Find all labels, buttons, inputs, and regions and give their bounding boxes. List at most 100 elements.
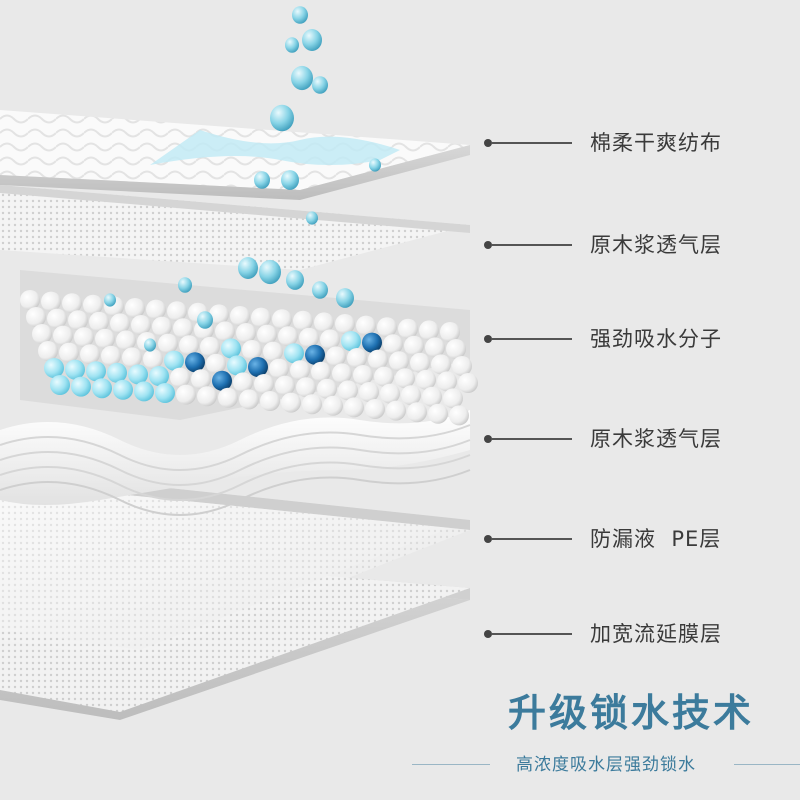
absorbent-ball [389, 351, 409, 371]
absorbent-ball [191, 369, 211, 389]
absorbent-ball [44, 358, 64, 378]
absorbent-ball [365, 399, 385, 419]
absorbent-ball [68, 310, 88, 330]
absorbent-ball [431, 354, 451, 374]
water-drop [178, 277, 192, 292]
absorbent-ball [131, 315, 151, 335]
absorbent-ball [362, 333, 382, 353]
pulp-layer-top [0, 185, 470, 270]
absorbent-ball [347, 348, 367, 368]
pointer-dot-icon [484, 535, 492, 543]
absorbent-ball [113, 380, 133, 400]
absorbent-ball [59, 343, 79, 363]
water-drop [291, 66, 313, 90]
absorbent-ball [179, 335, 199, 355]
absorbent-ball [212, 371, 232, 391]
pointer-dot-icon [484, 139, 492, 147]
absorbent-ball [335, 314, 355, 334]
absorbent-ball [416, 370, 436, 390]
water-drop [238, 257, 258, 279]
layer-label: 加宽流延膜层 [590, 619, 722, 649]
water-drop [312, 76, 328, 94]
absorbent-ball [53, 326, 73, 346]
absorbent-ball [248, 357, 268, 377]
absorbent-ball [149, 366, 169, 386]
absorbent-ball [110, 313, 130, 333]
absorbent-ball [89, 312, 109, 332]
absorbent-ball [332, 363, 352, 383]
absorbent-ball [218, 388, 238, 408]
absorbent-ball [458, 373, 478, 393]
absorbent-ball [173, 318, 193, 338]
absorbent-ball [437, 371, 457, 391]
absorbent-ball [65, 360, 85, 380]
pointer-line [492, 438, 572, 440]
absorbent-ball [272, 309, 292, 329]
absorbent-ball [197, 386, 217, 406]
absorbent-ball [155, 383, 175, 403]
absorbent-ball [356, 316, 376, 336]
layer-label: 防漏液 PE层 [590, 524, 721, 554]
absorbent-ball [446, 339, 466, 359]
pointer-line [492, 538, 572, 540]
absorbent-ball [185, 352, 205, 372]
absorbent-ball [71, 377, 91, 397]
water-drop [144, 338, 156, 351]
absorbent-ball [428, 404, 448, 424]
water-drop [302, 29, 322, 51]
absorbent-ball [200, 337, 220, 357]
pointer-dot-icon [484, 435, 492, 443]
absorbent-ball [353, 365, 373, 385]
layer-label-row: 强劲吸水分子 [484, 324, 784, 354]
absorbent-ball [32, 324, 52, 344]
absorbent-ball [344, 397, 364, 417]
absorbent-ball [317, 379, 337, 399]
absorbent-ball [92, 378, 112, 398]
absorbent-ball [254, 374, 274, 394]
absorbent-ball [419, 320, 439, 340]
layer-label-row: 防漏液 PE层 [484, 524, 784, 554]
absorbent-ball [170, 368, 190, 388]
absorbent-ball [440, 322, 460, 342]
absorbent-ball [269, 359, 289, 379]
absorbent-ball [449, 405, 469, 425]
absorbent-ball [326, 346, 346, 366]
absorbent-ball [341, 331, 361, 351]
absorbent-ball [401, 385, 421, 405]
absorbent-ball [86, 361, 106, 381]
absorbent-ball [50, 375, 70, 395]
water-drop [336, 288, 354, 308]
absorbent-ball [176, 385, 196, 405]
absorbent-ball [359, 382, 379, 402]
layer-label: 原木浆透气层 [590, 424, 722, 454]
absorbent-ball [128, 364, 148, 384]
water-drop [306, 211, 318, 224]
absorbent-ball [239, 389, 259, 409]
absorbent-ball [107, 363, 127, 383]
absorbent-ball [206, 354, 226, 374]
water-drop [369, 158, 381, 171]
pointer-dot-icon [484, 630, 492, 638]
layer-label-row: 原木浆透气层 [484, 424, 784, 454]
absorbent-ball [368, 350, 388, 370]
layer-label: 原木浆透气层 [590, 230, 722, 260]
water-drop [270, 105, 294, 131]
absorbent-ball [302, 394, 322, 414]
absorbent-ball [80, 344, 100, 364]
absorbent-ball [407, 402, 427, 422]
subheadline-group: 高浓度吸水层强劲锁水 [412, 748, 800, 782]
absorbent-ball [143, 349, 163, 369]
absorbent-ball [323, 396, 343, 416]
absorbent-ball [284, 343, 304, 363]
absorbent-ball [62, 293, 82, 313]
water-drop [259, 260, 281, 284]
absorbent-ball [125, 298, 145, 318]
absorbent-ball [422, 387, 442, 407]
absorbent-ball [386, 401, 406, 421]
absorbent-ball [134, 381, 154, 401]
absorbent-ball [164, 351, 184, 371]
absorbent-ball [152, 317, 172, 337]
absorbent-ball [383, 334, 403, 354]
absorbent-ball-layer [20, 270, 478, 425]
absorbent-ball [320, 329, 340, 349]
